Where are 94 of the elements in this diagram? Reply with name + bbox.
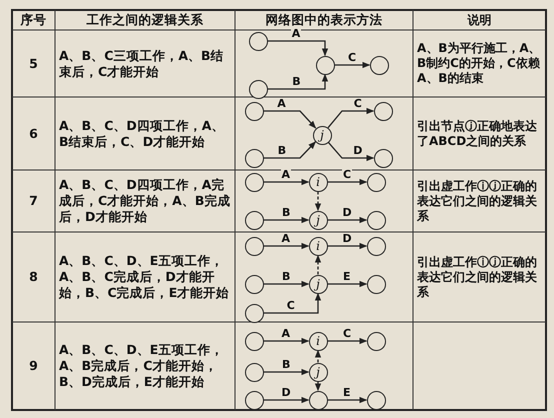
event-circle <box>244 102 264 120</box>
activity-arrow <box>328 242 368 250</box>
activity-arrow <box>264 141 316 159</box>
event-circle <box>366 332 386 350</box>
activity-label: D <box>352 145 364 156</box>
activity-label: A <box>276 98 287 109</box>
event-circle <box>316 56 334 74</box>
event-circle <box>248 32 268 50</box>
dummy-activity-arrow <box>314 192 322 212</box>
event-circle <box>366 210 386 230</box>
activity-label: A <box>280 328 292 339</box>
event-circle <box>244 362 264 382</box>
activity-label: C <box>347 52 358 63</box>
activity-label: B <box>291 76 302 87</box>
event-circle <box>308 390 328 410</box>
activity-label: A <box>280 169 292 180</box>
activity-arrow <box>264 280 310 288</box>
activity-label: C <box>286 300 296 311</box>
table-text: A、B、C、D四项工作，A完成后，C才能开始，A、B完成后，D才能开始 <box>59 177 231 225</box>
column-header: 说明 <box>468 12 492 28</box>
activity-arrow <box>264 396 310 404</box>
event-circle <box>244 210 264 230</box>
activity-arrow <box>264 368 310 376</box>
table-text: 引出虚工作ⓘⓙ正确的表达它们之间的逻辑关系 <box>417 178 538 224</box>
event-node: i <box>308 332 328 350</box>
event-circle <box>244 304 264 322</box>
dummy-activity-arrow <box>314 350 322 362</box>
activity-label: D <box>342 233 353 244</box>
activity-label: D <box>342 207 353 218</box>
activity-arrow <box>264 110 316 129</box>
activity-arrow <box>264 242 310 250</box>
event-node: j <box>308 274 328 294</box>
row-number: 5 <box>29 56 38 72</box>
table-text: A、B、C三项工作，A、B结束后，C才能开始 <box>59 48 225 80</box>
activity-label: C <box>342 169 352 180</box>
event-circle <box>248 80 268 98</box>
activity-arrow <box>264 178 310 186</box>
activity-arrow <box>328 396 368 404</box>
activity-arrow <box>334 62 370 68</box>
activity-arrow <box>328 216 368 224</box>
activity-arrow <box>328 280 368 288</box>
activity-label: E <box>342 387 352 398</box>
table-text: 引出节点ⓙ正确地表达了ABCD之间的关系 <box>417 118 538 148</box>
dummy-activity-arrow <box>314 382 322 392</box>
event-circle <box>374 102 392 120</box>
event-circle <box>244 236 264 256</box>
activity-label: D <box>280 387 292 398</box>
event-node: j <box>308 362 328 382</box>
row-number: 7 <box>29 193 38 209</box>
activity-label: C <box>352 98 363 109</box>
activity-label: A <box>290 28 302 39</box>
activity-label: B <box>281 207 292 218</box>
table-text: A、B、C、D、E五项工作，A、B完成后，C才能开始，B、D完成后，E才能开始 <box>59 342 224 390</box>
activity-label: B <box>281 271 292 282</box>
event-node: j <box>312 126 332 144</box>
event-circle <box>366 390 386 410</box>
activity-arrow <box>328 108 374 128</box>
event-circle <box>244 172 264 192</box>
activity-arrow <box>328 338 368 344</box>
activity-arrow <box>264 292 322 314</box>
event-circle <box>370 56 388 74</box>
event-circle <box>366 236 386 256</box>
event-node: i <box>308 172 328 192</box>
row-number: 8 <box>29 269 38 285</box>
event-circle <box>244 390 264 410</box>
event-circle <box>366 172 386 192</box>
table-text: 引出虚工作ⓘⓙ正确的表达它们之间的逻辑关系 <box>417 254 538 300</box>
column-header: 工作之间的逻辑关系 <box>86 12 204 28</box>
row-number: 9 <box>29 358 38 374</box>
column-header: 网络图中的表示方法 <box>266 12 382 28</box>
activity-arrow <box>264 216 310 224</box>
event-circle <box>244 332 264 350</box>
event-circle <box>374 148 392 168</box>
event-circle <box>244 148 264 168</box>
row-number: 6 <box>29 126 38 142</box>
activity-arrow <box>268 40 328 56</box>
table-text: A、B为平行施工，A、B制约C的开始，C依赖A、B的结束 <box>417 41 542 86</box>
event-circle <box>244 274 264 294</box>
table-text: A、B、C、D四项工作，A、B结束后，C、D才能开始 <box>59 118 226 150</box>
event-node: i <box>308 236 328 256</box>
activity-arrow <box>328 142 374 162</box>
column-header: 序号 <box>20 12 46 28</box>
activity-arrow <box>268 74 328 90</box>
event-node: j <box>308 210 328 230</box>
activity-label: A <box>280 233 292 244</box>
activity-arrow <box>328 178 368 186</box>
event-circle <box>366 274 386 294</box>
activity-label: E <box>342 271 352 282</box>
table-text: A、B、C、D、E五项工作，A、B、C完成后，D才能开始，B、C完成后，E才能开始 <box>59 253 230 301</box>
activity-label: C <box>342 328 352 339</box>
activity-label: B <box>276 145 288 156</box>
dummy-activity-arrow <box>314 254 322 274</box>
activity-arrow <box>264 338 310 344</box>
activity-label: B <box>281 359 292 370</box>
